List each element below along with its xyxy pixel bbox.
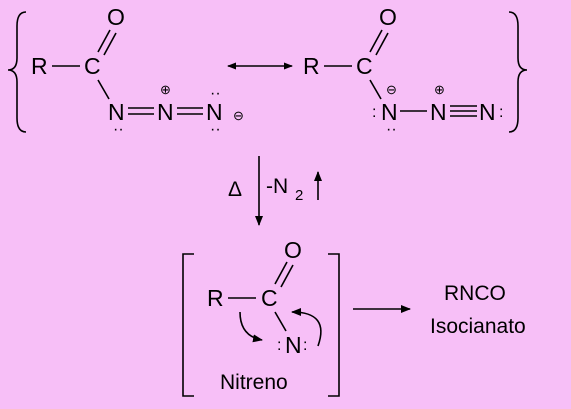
left-curly-brace	[7, 11, 27, 133]
migration-curved-arrow	[239, 311, 263, 343]
loss-label: -N	[266, 175, 288, 198]
co-double-bond-line-2	[280, 264, 294, 288]
positive-charge: ⊕	[434, 82, 445, 97]
carbon-atom: C	[84, 53, 101, 79]
co-double-bond-line-2	[103, 32, 117, 56]
negative-charge: ⊖	[233, 108, 244, 123]
lone-pair-dots: :	[277, 337, 281, 354]
acyl-azide-structure-1: R C O N ·· ⊕ N ·· N ·· ⊖	[31, 4, 244, 138]
electron-pair-curved-arrow	[291, 308, 322, 347]
co-double-bond-line-2	[375, 32, 389, 56]
loss-subscript: 2	[295, 187, 303, 204]
nitrogen-atom-2: N	[157, 99, 174, 125]
nitrogen-atom: N	[285, 332, 302, 358]
oxygen-atom: O	[107, 4, 125, 30]
lone-pair-dots: ··	[210, 121, 221, 138]
nitrogen-atom-1: N	[381, 99, 398, 125]
product-formula: RNCO	[444, 282, 506, 305]
product-name: Isocianato	[430, 315, 526, 338]
lone-pair-dots: ··	[386, 121, 397, 138]
product: RNCO Isocianato	[430, 282, 526, 338]
negative-charge: ⊖	[386, 82, 397, 97]
lone-pair-dots: :	[372, 104, 376, 121]
lone-pair-dots: :	[303, 337, 307, 354]
lone-pair-dots: ··	[113, 121, 124, 138]
heat-symbol: Δ	[228, 178, 242, 201]
nitrene-intermediate: R C O : N : Nitreno	[207, 237, 322, 394]
carbon-atom: C	[261, 285, 278, 311]
lone-pair-dots: ··	[210, 85, 221, 102]
c-n-bond	[97, 79, 110, 100]
c-n-bond	[274, 311, 287, 332]
c-n-bond	[369, 79, 382, 100]
lone-pair-dots: :	[499, 104, 503, 121]
intermediate-name: Nitreno	[220, 371, 288, 394]
oxygen-atom: O	[379, 4, 397, 30]
oxygen-atom: O	[284, 237, 302, 263]
acyl-azide-structure-2: R C O ⊖ : N ·· ⊕ N N :	[303, 4, 503, 138]
nitrogen-atom-3: N	[479, 99, 496, 125]
r-group-label: R	[207, 285, 224, 311]
co-double-bond-line-1	[97, 29, 111, 53]
nitrogen-atom-3: N	[206, 99, 223, 125]
r-group-label: R	[31, 53, 48, 79]
co-double-bond-line-1	[369, 29, 383, 53]
carbon-atom: C	[356, 53, 373, 79]
right-curly-brace	[508, 11, 528, 133]
left-square-bracket	[182, 253, 194, 397]
nitrogen-atom-1: N	[108, 99, 125, 125]
nitrogen-atom-2: N	[430, 99, 447, 125]
right-square-bracket	[328, 253, 340, 397]
positive-charge: ⊕	[160, 82, 171, 97]
r-group-label: R	[303, 53, 320, 79]
reaction-conditions: Δ -N 2	[228, 156, 322, 226]
co-double-bond-line-1	[274, 261, 288, 285]
